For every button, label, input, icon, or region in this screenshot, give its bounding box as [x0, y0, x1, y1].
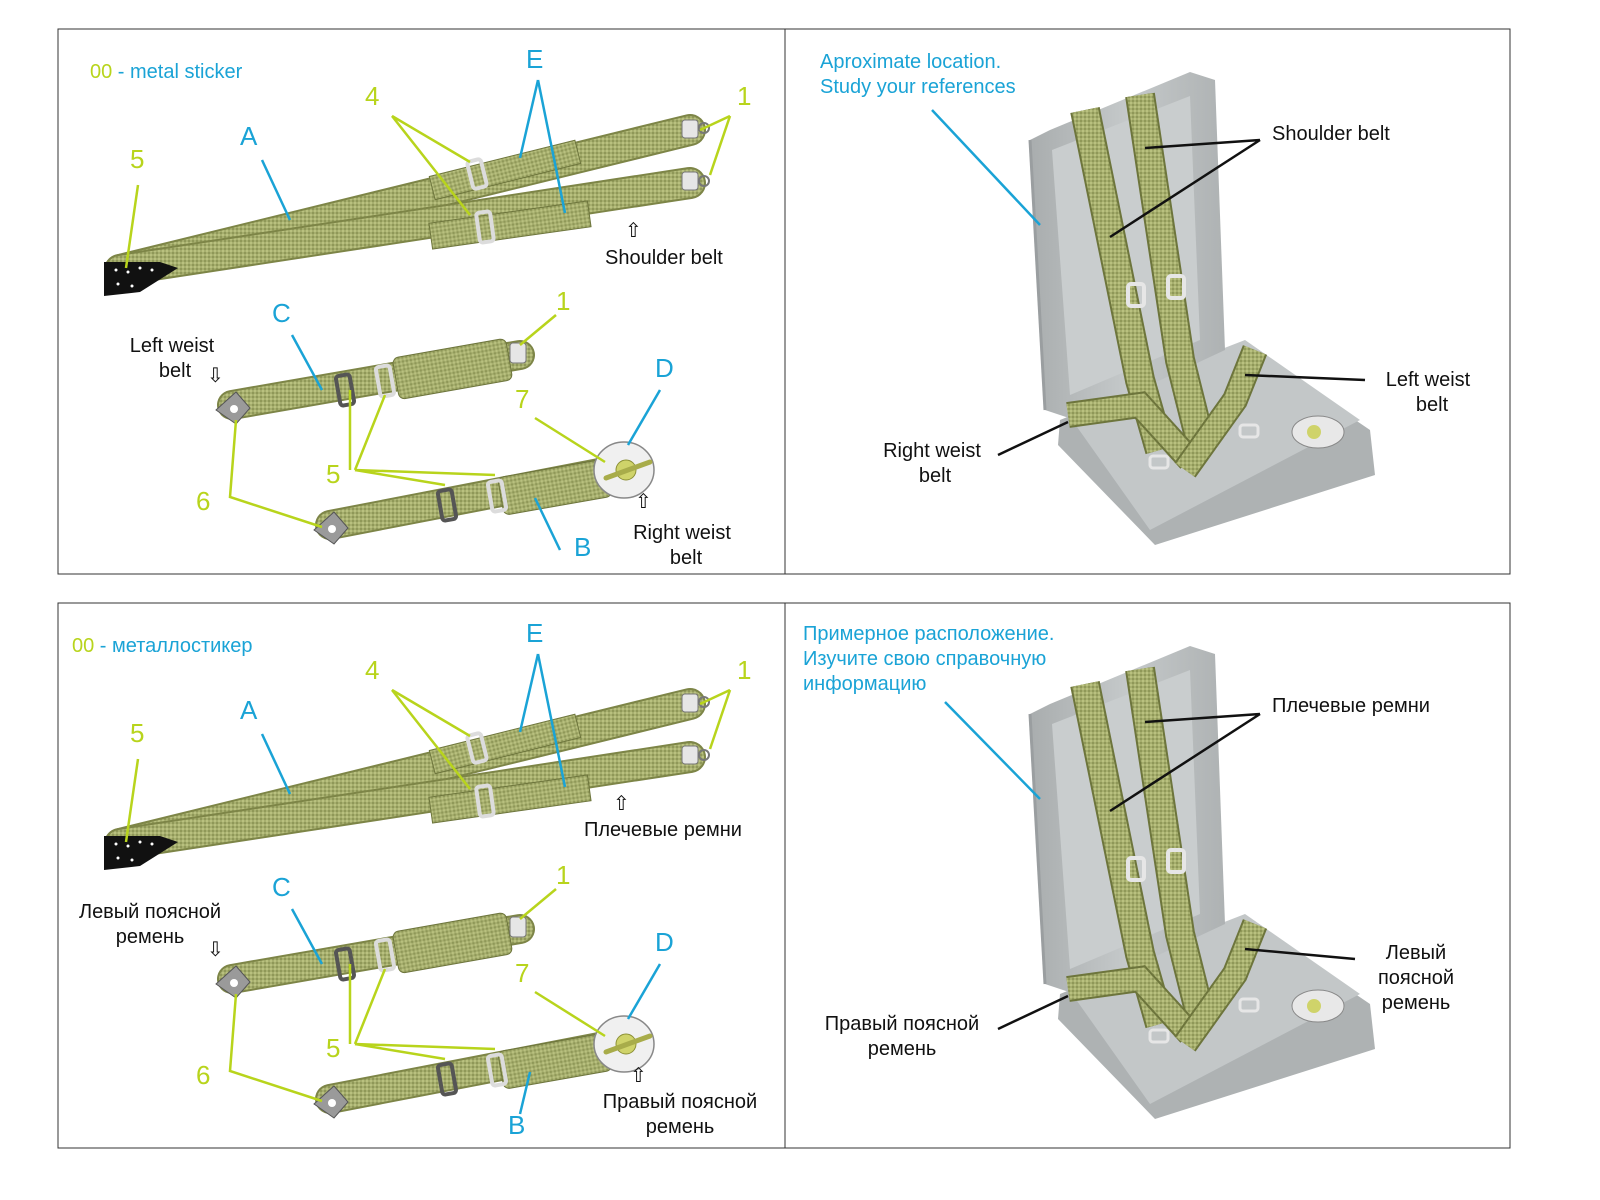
seat-caption-left-line1: Левый: [1386, 942, 1446, 964]
label-4: 4: [365, 81, 379, 111]
sticker-legend: 00 - металлостикер: [72, 635, 253, 657]
callout-lines: [124, 79, 732, 551]
seat-callout-lines: [944, 701, 1356, 1031]
label-7: 7: [515, 958, 529, 988]
seat-caption-right-line2: ремень: [868, 1038, 937, 1060]
label-1-waist: 1: [556, 286, 570, 316]
label-E: E: [526, 618, 543, 648]
label-D: D: [655, 927, 674, 957]
label-E: E: [526, 44, 543, 74]
seat-caption-right-line2: belt: [919, 465, 952, 487]
caption-right-belt-line1: Правый поясной: [603, 1091, 757, 1113]
seat-caption-right-line1: Правый поясной: [825, 1013, 979, 1035]
seat-caption-left-line1: Left weist: [1386, 369, 1471, 391]
label-6: 6: [196, 486, 210, 516]
label-7: 7: [515, 384, 529, 414]
label-1-shoulder: 1: [737, 81, 751, 111]
seat-caption-left-line2: belt: [1416, 394, 1449, 416]
caption-shoulder-belt: Shoulder belt: [605, 247, 723, 269]
panel-russian: 00 - металлостикер A E C D B 5 4 1 1 7 5…: [57, 602, 1511, 1149]
note-line3: информацию: [803, 673, 926, 695]
note-line1: Aproximate location.: [820, 51, 1001, 73]
caption-left-belt-line1: Left weist: [130, 335, 215, 357]
arrow-icon: ⇧: [635, 491, 652, 513]
arrow-icon: ⇧: [613, 793, 630, 815]
label-5-sticker: 5: [130, 144, 144, 174]
label-6: 6: [196, 1060, 210, 1090]
sticker-code: 00: [72, 635, 94, 657]
label-B: B: [574, 532, 591, 562]
note-line1: Примерное расположение.: [803, 623, 1054, 645]
caption-right-belt-line1: Right weist: [633, 522, 731, 544]
seat-caption-shoulder: Shoulder belt: [1272, 123, 1390, 145]
caption-shoulder-belt: Плечевые ремни: [584, 819, 742, 841]
arrow-icon: ⇩: [207, 939, 224, 961]
note-line2: Изучите свою справочную: [803, 648, 1046, 670]
label-4: 4: [365, 655, 379, 685]
caption-left-belt-line1: Левый поясной: [79, 901, 221, 923]
seat-caption-left-line2: поясной: [1378, 967, 1454, 989]
caption-right-belt-line2: belt: [670, 547, 703, 569]
label-A: A: [240, 695, 258, 725]
sticker-label: - metal sticker: [112, 61, 242, 83]
note-line2: Study your references: [820, 76, 1016, 98]
seat-caption-shoulder: Плечевые ремни: [1272, 695, 1430, 717]
arrow-icon: ⇧: [625, 220, 642, 242]
callout-lines: [124, 653, 732, 1115]
arrow-icon: ⇩: [207, 365, 224, 387]
label-D: D: [655, 353, 674, 383]
sticker-legend: 00 - metal sticker: [90, 61, 243, 83]
label-C: C: [272, 872, 291, 902]
label-A: A: [240, 121, 258, 151]
seat-callout-lines: [931, 109, 1366, 457]
sticker-label: - металлостикер: [94, 635, 252, 657]
caption-right-belt-line2: ремень: [646, 1116, 715, 1138]
arrow-icon: ⇧: [630, 1065, 647, 1087]
label-B: B: [508, 1110, 525, 1140]
label-1-shoulder: 1: [737, 655, 751, 685]
label-5-buckles: 5: [326, 1033, 340, 1063]
panel-english: 00 - metal sticker A E C D B 5 4 1 1 7 5…: [57, 28, 1511, 575]
sticker-code: 00: [90, 61, 112, 83]
seat-caption-left-line3: ремень: [1382, 992, 1451, 1014]
seat-caption-right-line1: Right weist: [883, 440, 981, 462]
label-5-sticker: 5: [130, 718, 144, 748]
label-5-buckles: 5: [326, 459, 340, 489]
label-1-waist: 1: [556, 860, 570, 890]
label-C: C: [272, 298, 291, 328]
caption-left-belt-line2: belt: [159, 360, 192, 382]
caption-left-belt-line2: ремень: [116, 926, 185, 948]
